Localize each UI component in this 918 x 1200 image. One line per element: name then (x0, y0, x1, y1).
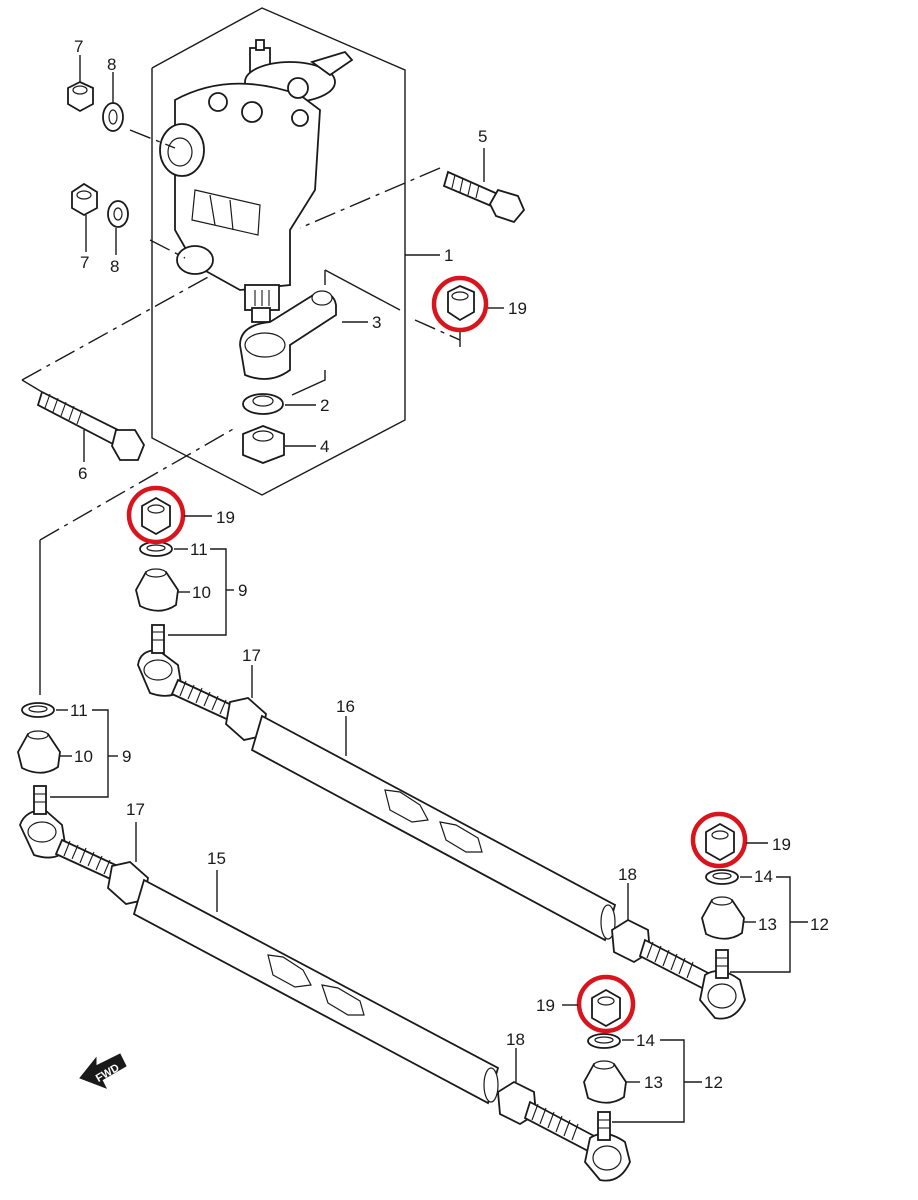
castle-nut-19-lower-right (562, 974, 636, 1034)
pitman-nut (242, 425, 316, 464)
tie-rod-end-lower-right (584, 1111, 631, 1182)
callout-17-upper: 17 (242, 646, 261, 665)
castle-nut-19-gear (431, 275, 504, 333)
callout-9-lower: 9 (122, 747, 131, 766)
callout-16: 16 (336, 697, 355, 716)
callout-8-bottom: 8 (110, 257, 119, 276)
boot-kit-upper-right (701, 869, 808, 973)
callout-15: 15 (207, 849, 226, 868)
callout-11-upper: 11 (190, 540, 208, 559)
tie-rod-thread-lower-right (523, 1100, 598, 1154)
callout-17-lower: 17 (126, 800, 145, 819)
callout-8-top: 8 (107, 55, 116, 74)
boot-kit-lower-right (583, 1033, 702, 1123)
callout-9-upper: 9 (238, 581, 247, 600)
callout-14-lower: 14 (636, 1031, 655, 1050)
washer-8-top (102, 72, 124, 132)
highlight-ring (690, 811, 748, 869)
highlight-ring (431, 275, 489, 333)
callout-12-upper: 12 (810, 915, 829, 934)
tie-rod-thread-upper-right (638, 938, 714, 992)
callout-2: 2 (320, 396, 329, 415)
callout-10-lower: 10 (74, 747, 93, 766)
callout-3: 3 (372, 313, 381, 332)
callout-13-upper: 13 (758, 915, 777, 934)
pitman-arm (239, 269, 401, 396)
boot-kit-lower-left (17, 702, 118, 798)
tie-rod-end-upper-left (137, 624, 183, 697)
callout-19-gear: 19 (508, 299, 527, 318)
highlight-ring (126, 485, 186, 545)
steering-gear-box (159, 39, 354, 323)
tie-rod-end-upper-right (699, 949, 746, 1020)
callout-12-lower: 12 (704, 1073, 723, 1092)
callout-5: 5 (478, 127, 487, 146)
callout-4: 4 (320, 437, 329, 456)
callout-19-upper-left: 19 (216, 508, 235, 527)
assembly-center-lines (21, 129, 461, 695)
boot-kit-upper-left (135, 541, 234, 636)
callout-19-upper-right: 19 (772, 835, 791, 854)
callout-18-upper: 18 (618, 865, 637, 884)
washer-8-bottom (107, 200, 129, 255)
washer (242, 393, 316, 415)
tie-rod-tube-upper (250, 714, 617, 942)
callout-labels: 1 2 3 4 5 6 7 7 8 8 9 9 10 10 11 11 12 1… (70, 37, 829, 1092)
mounting-bolt-5 (442, 148, 526, 224)
callout-13-lower: 13 (644, 1073, 663, 1092)
tie-rod-tube-lower (132, 870, 500, 1105)
callout-7-bottom: 7 (80, 253, 89, 272)
callout-18-lower: 18 (506, 1030, 525, 1049)
callout-19-lower-right: 19 (536, 996, 555, 1015)
callout-14-upper: 14 (754, 867, 773, 886)
callout-6: 6 (78, 464, 87, 483)
mounting-bolt-6 (36, 390, 146, 462)
nut-7-top (67, 55, 94, 113)
callout-7-top: 7 (74, 37, 83, 56)
gear-box-frame (151, 7, 440, 496)
castle-nut-19-upper-right (690, 811, 768, 869)
nut-7-bottom (71, 182, 98, 252)
callout-1: 1 (444, 246, 453, 265)
callout-11-lower: 11 (70, 701, 88, 720)
tie-rod-end-lower-left (19, 785, 67, 859)
highlight-ring (576, 974, 636, 1034)
castle-nut-19-upper-left (126, 485, 212, 545)
fwd-arrow-icon: FWD (79, 1053, 127, 1089)
callout-10-upper: 10 (192, 583, 211, 602)
